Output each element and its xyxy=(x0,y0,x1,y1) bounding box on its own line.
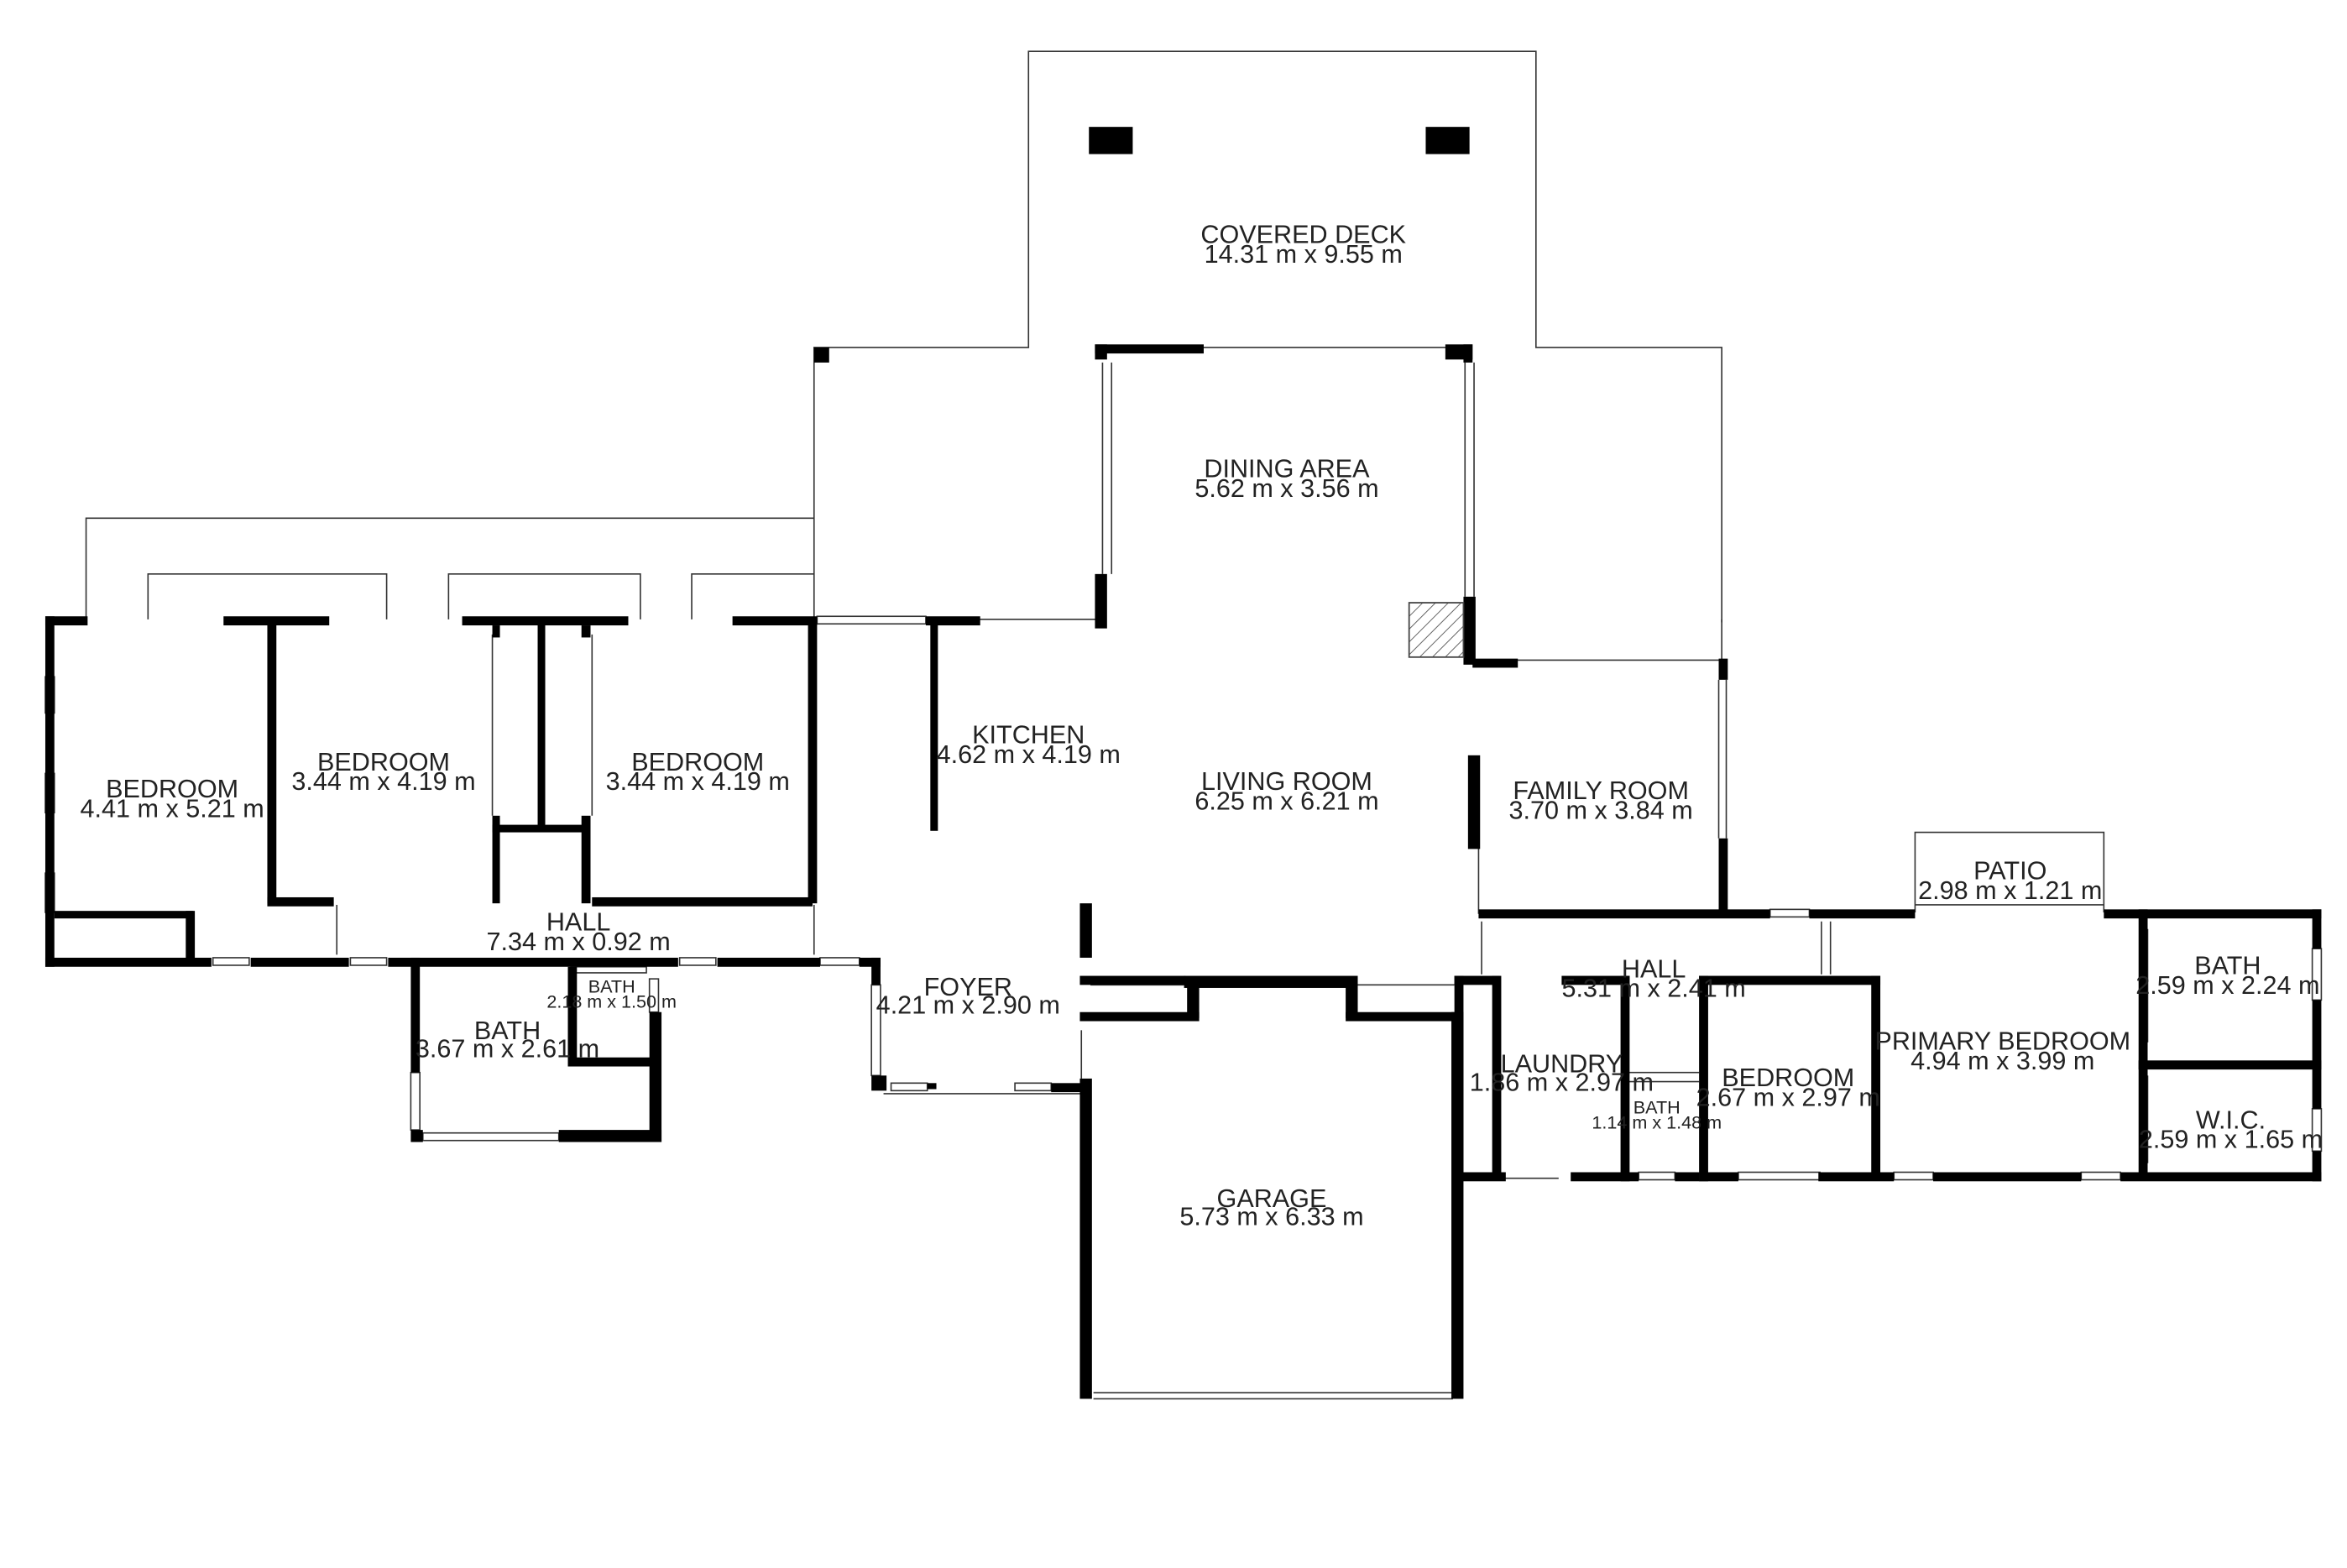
room-name: W.I.C. xyxy=(2196,1105,2266,1134)
room-bath-tiny: BATH 1.14 m x 1.48 m xyxy=(1592,1096,1722,1132)
room-bath-primary: BATH 2.59 m x 2.24 m xyxy=(2135,952,2319,1000)
room-covered-deck: COVERED DECK 14.31 m x 9.55 m xyxy=(1200,221,1406,269)
room-dimensions: 5.73 m x 6.33 m xyxy=(1179,1202,1363,1231)
room-dimensions: 1.14 m x 1.48 m xyxy=(1592,1111,1722,1132)
room-dimensions: 3.44 m x 4.19 m xyxy=(606,767,790,796)
room-dimensions: 3.67 m x 2.61 m xyxy=(416,1035,599,1064)
room-bath-small: BATH 2.18 m x 1.50 m xyxy=(546,975,677,1011)
room-laundry: LAUNDRY 1.86 m x 2.97 m xyxy=(1470,1050,1654,1097)
room-name: HALL xyxy=(546,908,610,937)
room-dimensions: 2.98 m x 1.21 m xyxy=(1918,876,2102,905)
room-name: DINING AREA xyxy=(1204,455,1370,483)
room-bedroom-2: BEDROOM 3.44 m x 4.19 m xyxy=(291,748,475,796)
room-dimensions: 6.25 m x 6.21 m xyxy=(1194,787,1378,816)
covered-deck-outline xyxy=(813,50,1722,623)
room-dimensions: 5.31 m x 2.41 m xyxy=(1562,975,1746,1003)
room-dining-area: DINING AREA 5.62 m x 3.56 m xyxy=(1194,455,1378,503)
fireplace xyxy=(1408,602,1465,658)
room-kitchen: KITCHEN 4.62 m x 4.19 m xyxy=(937,720,1121,768)
room-name: FAMILY ROOM xyxy=(1513,776,1689,805)
room-dimensions: 4.21 m x 2.90 m xyxy=(876,991,1060,1020)
room-name: BATH xyxy=(588,975,635,996)
deck-post xyxy=(1089,127,1133,154)
room-foyer: FOYER 4.21 m x 2.90 m xyxy=(876,973,1060,1020)
room-dimensions: 1.86 m x 2.97 m xyxy=(1470,1068,1654,1096)
room-dimensions: 4.41 m x 5.21 m xyxy=(80,795,264,823)
room-name: BEDROOM xyxy=(317,748,450,776)
room-labels: COVERED DECK 14.31 m x 9.55 m DINING ARE… xyxy=(80,221,2323,1231)
room-name: BATH xyxy=(1633,1096,1681,1117)
patio-outline xyxy=(1914,831,2105,912)
walls xyxy=(44,344,2322,1399)
room-name: BEDROOM xyxy=(631,748,764,776)
room-dimensions: 2.67 m x 2.97 m xyxy=(1696,1083,1880,1111)
room-bedroom-west: BEDROOM 4.41 m x 5.21 m xyxy=(80,775,264,823)
room-name: BEDROOM xyxy=(106,775,238,803)
room-dimensions: 7.34 m x 0.92 m xyxy=(486,928,670,956)
room-dimensions: 2.18 m x 1.50 m xyxy=(546,990,677,1011)
room-dimensions: 4.62 m x 4.19 m xyxy=(937,740,1121,769)
room-name: COVERED DECK xyxy=(1200,221,1406,249)
room-name: BATH xyxy=(474,1017,541,1045)
room-name: LIVING ROOM xyxy=(1201,767,1372,796)
room-name: FOYER xyxy=(924,973,1012,1001)
room-dimensions: 14.31 m x 9.55 m xyxy=(1205,240,1403,269)
room-dimensions: 3.70 m x 3.84 m xyxy=(1509,796,1693,824)
room-dimensions: 5.62 m x 3.56 m xyxy=(1194,474,1378,503)
room-family-room: FAMILY ROOM 3.70 m x 3.84 m xyxy=(1509,776,1693,824)
room-bedroom-3: BEDROOM 3.44 m x 4.19 m xyxy=(606,748,790,796)
room-dimensions: 2.59 m x 1.65 m xyxy=(2139,1126,2323,1154)
room-wic: W.I.C. 2.59 m x 1.65 m xyxy=(2139,1105,2323,1153)
room-living-room: LIVING ROOM 6.25 m x 6.21 m xyxy=(1194,767,1378,815)
west-porch-outline xyxy=(85,517,814,619)
room-dimensions: 4.94 m x 3.99 m xyxy=(1911,1047,2094,1075)
room-hall-east: HALL 5.31 m x 2.41 m xyxy=(1562,954,1746,1002)
room-name: KITCHEN xyxy=(972,720,1085,749)
thin-outlines xyxy=(85,50,2149,1400)
room-name: LAUNDRY xyxy=(1501,1050,1623,1079)
room-name: PRIMARY BEDROOM xyxy=(1874,1027,2130,1056)
room-bath-main: BATH 3.67 m x 2.61 m xyxy=(416,1017,599,1064)
room-garage: GARAGE 5.73 m x 6.33 m xyxy=(1179,1184,1363,1231)
room-name: BEDROOM xyxy=(1722,1064,1854,1092)
room-patio: PATIO 2.98 m x 1.21 m xyxy=(1918,856,2102,904)
deck-post xyxy=(1425,127,1470,154)
room-name: BATH xyxy=(2194,952,2261,980)
room-dimensions: 3.44 m x 4.19 m xyxy=(291,767,475,796)
room-dimensions: 2.59 m x 2.24 m xyxy=(2135,971,2319,1000)
room-name: GARAGE xyxy=(1217,1184,1327,1213)
room-hall-west: HALL 7.34 m x 0.92 m xyxy=(486,908,670,956)
room-name: PATIO xyxy=(1973,856,2046,885)
room-bedroom-east: BEDROOM 2.67 m x 2.97 m xyxy=(1696,1064,1880,1111)
room-primary-bedroom: PRIMARY BEDROOM 4.94 m x 3.99 m xyxy=(1874,1027,2130,1075)
room-name: HALL xyxy=(1622,954,1686,983)
